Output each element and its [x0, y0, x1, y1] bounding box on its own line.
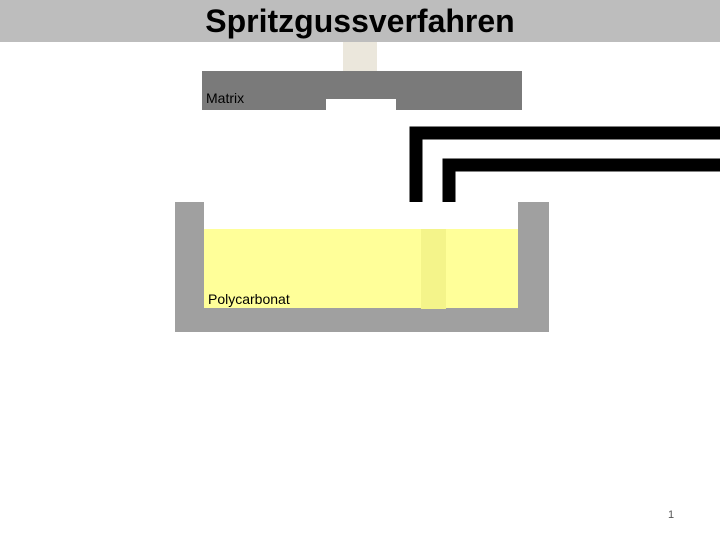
- polycarbonate-fill: [204, 229, 518, 308]
- matrix-opening: [326, 99, 396, 110]
- outer-feed-channel: [409, 126, 720, 202]
- matrix-label: Matrix: [206, 90, 245, 106]
- mold-bottom: [175, 308, 549, 332]
- fill-seam: [421, 229, 446, 309]
- page-title: Spritzgussverfahren: [205, 3, 515, 39]
- inner-feed-channel: [442, 158, 720, 202]
- injection-nozzle: [343, 42, 377, 72]
- polycarbonate-label: Polycarbonat: [208, 291, 290, 307]
- page-number: 1: [668, 509, 675, 521]
- title-bar: [0, 0, 720, 42]
